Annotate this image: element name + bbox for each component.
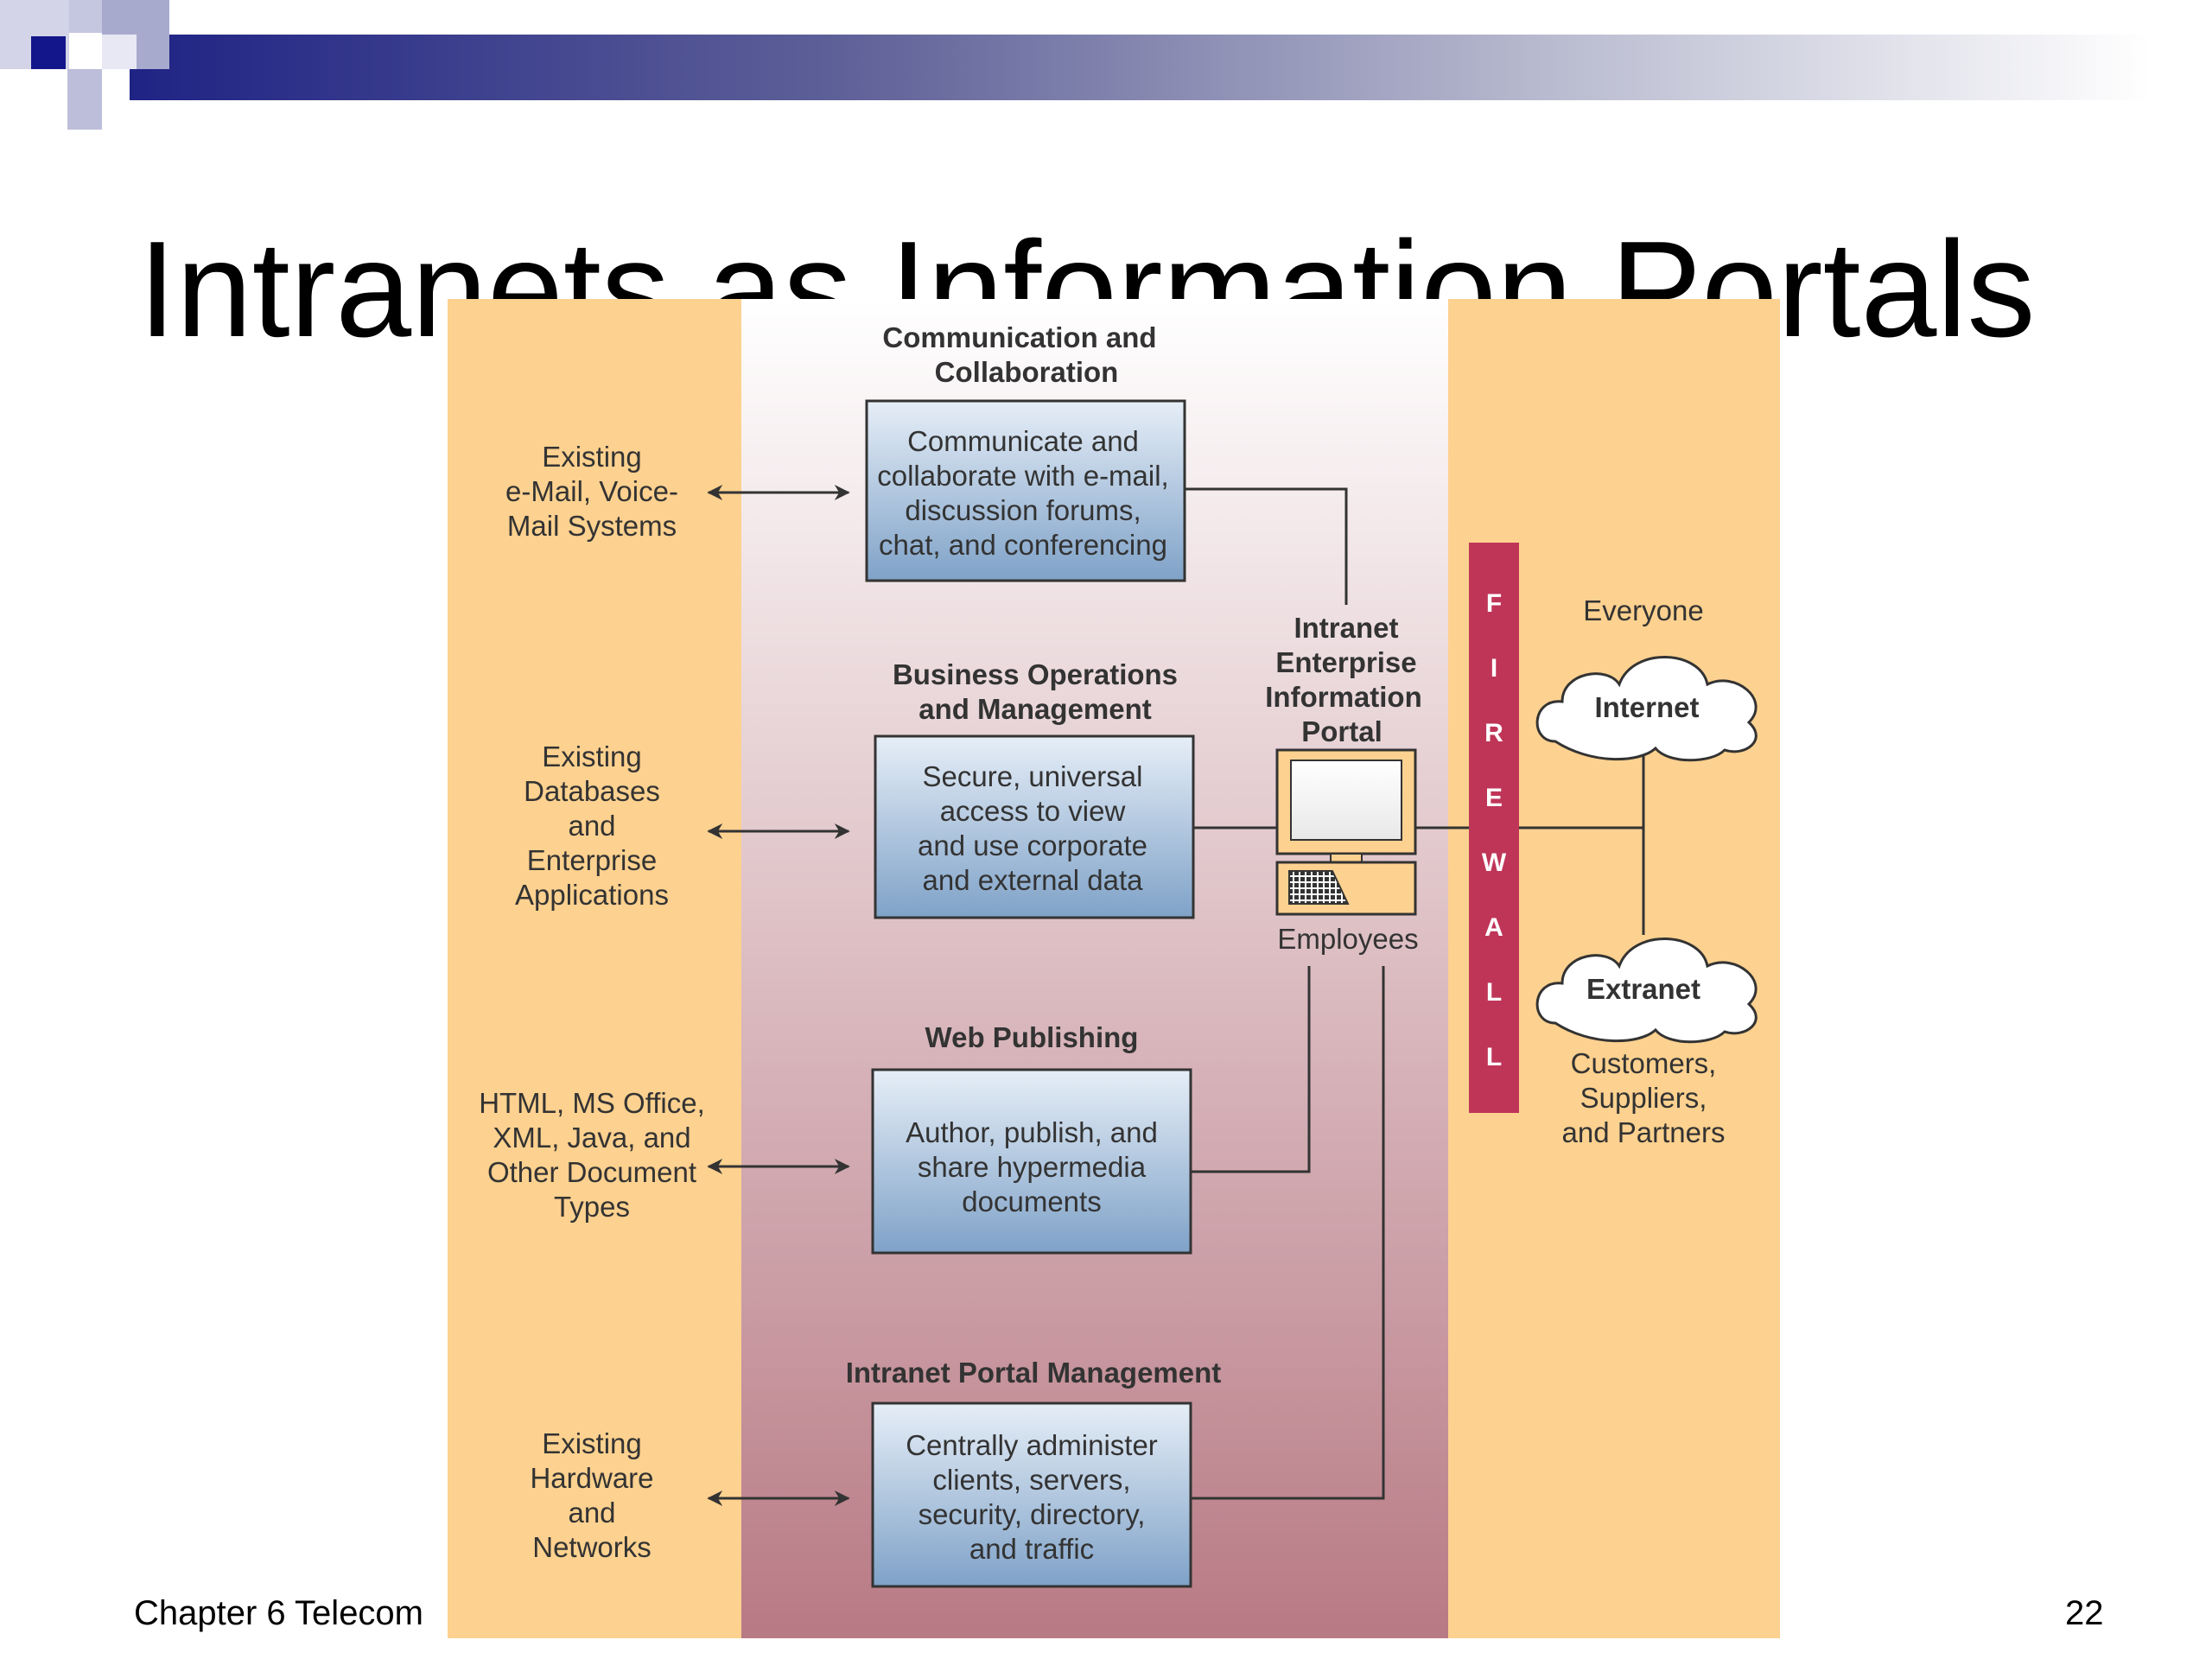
computer-icon — [1275, 748, 1417, 916]
page-number: 22 — [2065, 1594, 2104, 1632]
extranet-caption: Customers,Suppliers,and Partners — [1562, 1047, 1726, 1148]
function-heading: Web Publishing — [925, 1021, 1139, 1053]
connector-publishing — [1191, 966, 1311, 1173]
internet-label: Internet — [1594, 691, 1699, 723]
firewall-letters: F I R E W A L L — [1482, 589, 1507, 1071]
firewall-letter: F — [1486, 589, 1502, 618]
deco-square — [31, 36, 66, 69]
header-bar — [130, 35, 2152, 100]
internet-cloud: Everyone Internet — [1535, 594, 1758, 762]
function-box — [865, 399, 1186, 582]
firewall-letter: L — [1486, 1043, 1502, 1071]
connector-management — [1191, 966, 1385, 1500]
function-heading: Intranet Portal Management — [846, 1357, 1222, 1389]
firewall-letter: A — [1484, 913, 1503, 942]
function-portal-management: Intranet Portal Management Centrally adm… — [846, 1357, 1222, 1588]
firewall-letter: R — [1484, 719, 1503, 747]
function-box — [871, 1402, 1192, 1588]
internet-caption: Everyone — [1583, 594, 1703, 626]
portal-caption: Employees — [1277, 923, 1418, 955]
firewall-letter: E — [1485, 784, 1503, 812]
firewall-letter: L — [1486, 978, 1502, 1007]
connector-communication — [1185, 487, 1348, 605]
function-box — [874, 734, 1195, 919]
extranet-label: Extranet — [1586, 973, 1700, 1005]
firewall-bar — [1469, 543, 1519, 1113]
cloud-icon — [1535, 656, 1758, 762]
left-panel — [448, 299, 741, 1638]
deco-square — [102, 35, 137, 69]
firewall-letter: W — [1482, 849, 1507, 877]
deco-square — [67, 69, 102, 130]
firewall: F I R E W A L L — [1469, 543, 1519, 1113]
function-box — [871, 1068, 1192, 1255]
extranet-cloud: Extranet Customers,Suppliers,and Partner… — [1535, 938, 1758, 1148]
cloud-icon — [1535, 938, 1758, 1044]
firewall-letter: I — [1491, 654, 1497, 683]
footer-chapter: Chapter 6 Telecom — [134, 1594, 423, 1632]
